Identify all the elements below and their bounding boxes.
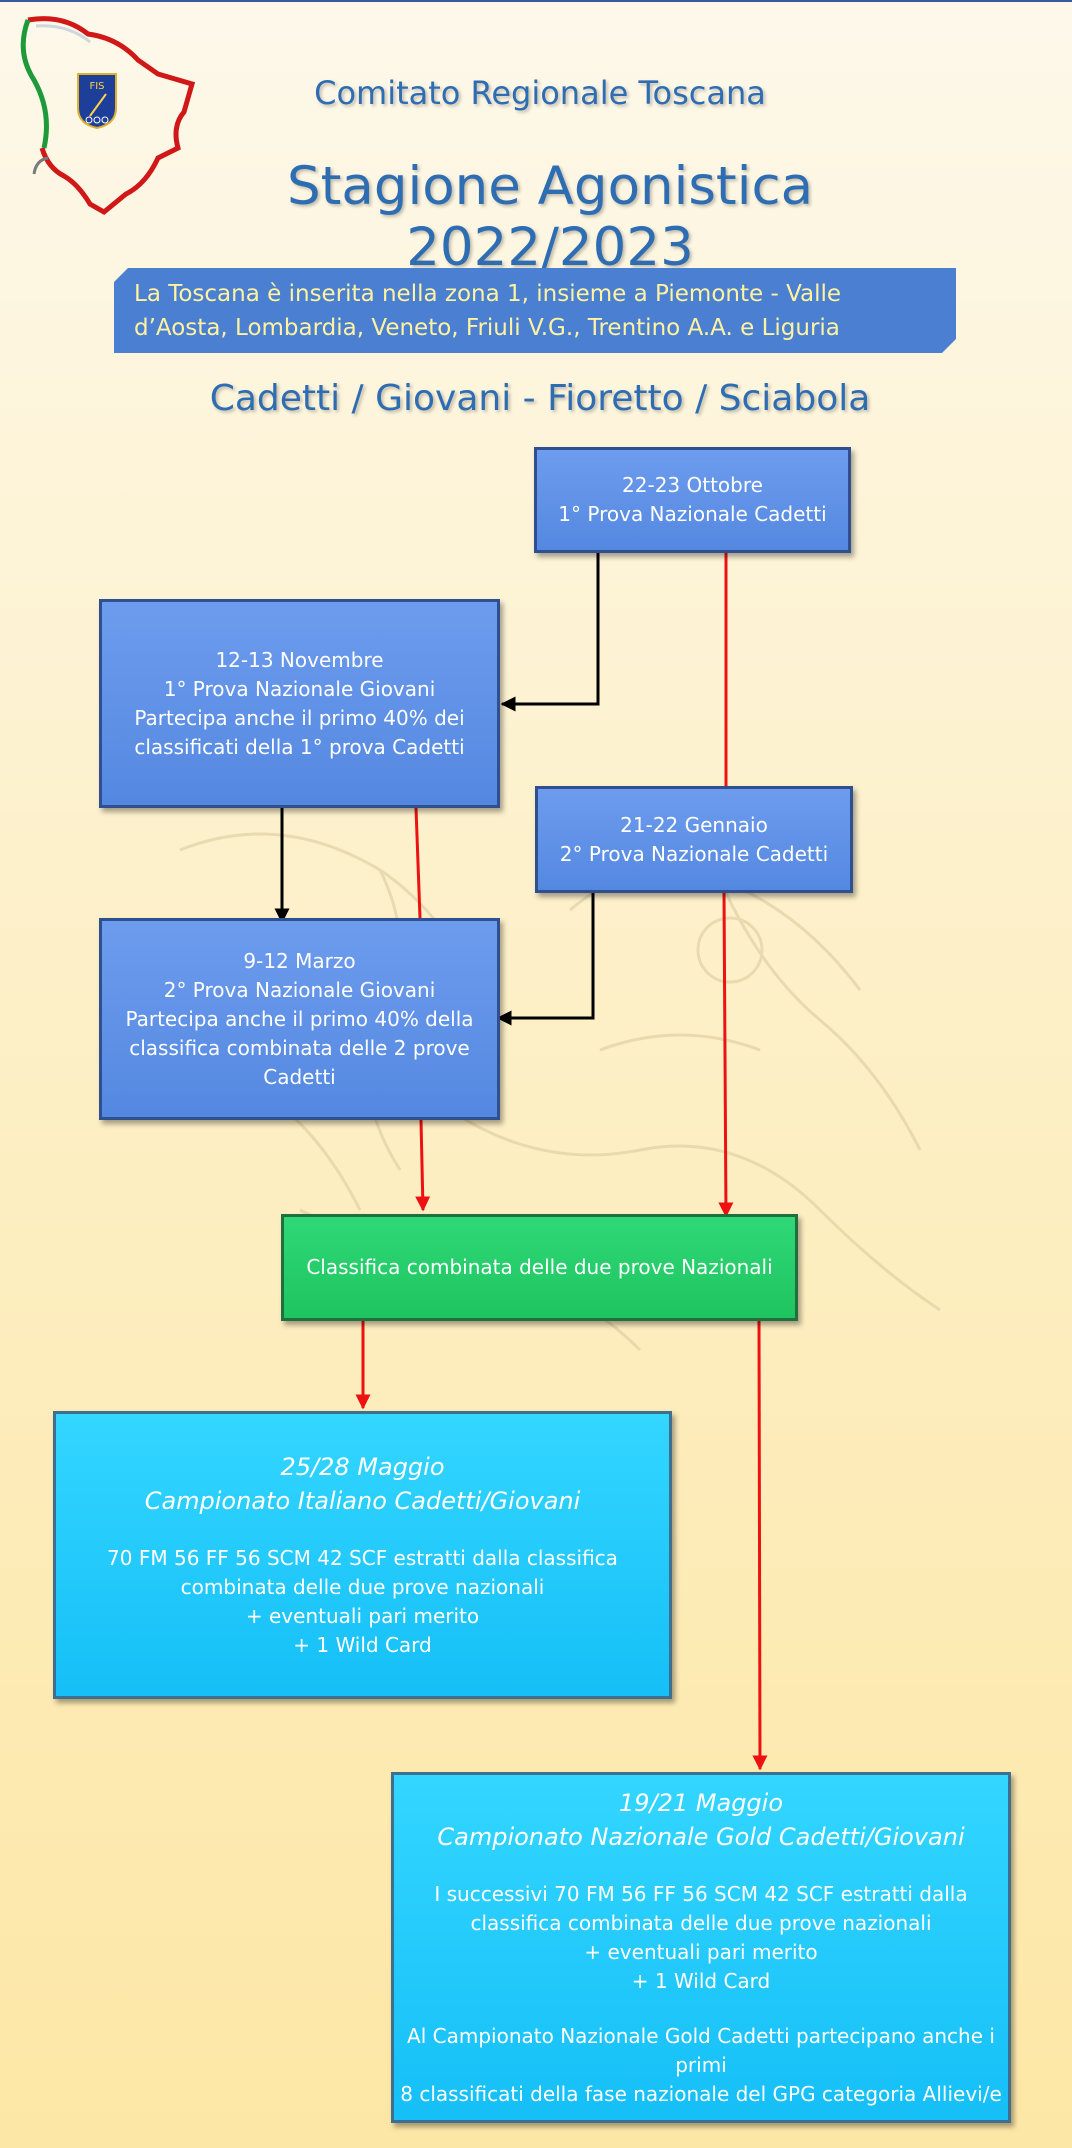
box-campionato-italiano: 25/28 Maggio Campionato Italiano Cadetti…: [53, 1411, 672, 1699]
italiano-line-2: combinata delle due prove nazionali: [180, 1575, 545, 1599]
box-classifica-combinata: Classifica combinata delle due prove Naz…: [281, 1214, 798, 1321]
cadetti1-title: 1° Prova Nazionale Cadetti: [558, 502, 827, 526]
top-border: [0, 0, 1072, 2]
giovani1-note-1: Partecipa anche il primo 40% dei: [134, 705, 465, 730]
gold-title: Campionato Nazionale Gold Cadetti/Giovan…: [437, 1823, 965, 1851]
gold-line-3: + eventuali pari merito: [584, 1940, 818, 1964]
italiano-title: Campionato Italiano Cadetti/Giovani: [144, 1487, 581, 1515]
giovani2-note-2: classifica combinata delle 2 prove: [129, 1035, 470, 1060]
committee-title: Comitato Regionale Toscana: [314, 74, 766, 112]
giovani1-title: 1° Prova Nazionale Giovani: [163, 676, 436, 701]
gold-line-5: Al Campionato Nazionale Gold Cadetti par…: [407, 2024, 995, 2077]
combined-label: Classifica combinata delle due prove Naz…: [306, 1255, 773, 1279]
box-cadetti-prova-2: 21-22 Gennaio 2° Prova Nazionale Cadetti: [535, 786, 853, 893]
line-giovani1-to-giovani2: [414, 807, 422, 919]
giovani1-note-2: classificati della 1° prova Cadetti: [134, 734, 465, 759]
gold-line-2: classifica combinata delle due prove naz…: [470, 1911, 932, 1935]
italiano-date: 25/28 Maggio: [280, 1453, 445, 1481]
box-cadetti-prova-1: 22-23 Ottobre 1° Prova Nazionale Cadetti: [534, 447, 851, 553]
banner-line-2: d’Aosta, Lombardia, Veneto, Friuli V.G.,…: [134, 315, 840, 341]
box-giovani-prova-2: 9-12 Marzo 2° Prova Nazionale Giovani Pa…: [99, 918, 500, 1120]
season-title: Stagione Agonistica 2022/2023: [286, 156, 814, 278]
giovani2-title: 2° Prova Nazionale Giovani: [163, 977, 436, 1002]
italiano-line-1: 70 FM 56 FF 56 SCM 42 SCF estratti dalla…: [107, 1546, 618, 1570]
gold-line-6: 8 classificati della fase nazionale del …: [400, 2082, 1002, 2106]
arrow-cadetti1-to-giovani1: [500, 553, 600, 712]
arrow-cadetti2-to-combined: [718, 892, 734, 1218]
gold-line-4: + 1 Wild Card: [631, 1969, 771, 1993]
giovani2-note-1: Partecipa anche il primo 40% della: [125, 1006, 474, 1031]
logo-text: FIS: [89, 81, 104, 92]
fis-logo-icon: FIS: [77, 73, 117, 130]
cadetti2-title: 2° Prova Nazionale Cadetti: [559, 841, 829, 866]
gold-date: 19/21 Maggio: [618, 1789, 784, 1817]
box-campionato-gold: 19/21 Maggio Campionato Nazionale Gold C…: [391, 1772, 1011, 2123]
box-giovani-prova-1: 12-13 Novembre 1° Prova Nazionale Giovan…: [99, 599, 500, 808]
zone-banner: La Toscana è inserita nella zona 1, insi…: [114, 268, 956, 353]
giovani2-note-3: Cadetti: [263, 1064, 336, 1089]
banner-line-1: La Toscana è inserita nella zona 1, insi…: [134, 281, 842, 307]
tuscany-map-icon: [20, 16, 196, 216]
italiano-line-3: + eventuali pari merito: [245, 1604, 480, 1628]
cadetti1-date: 22-23 Ottobre: [622, 473, 763, 497]
cadetti2-date: 21-22 Gennaio: [620, 812, 768, 837]
arrow-giovani2-to-combined: [415, 1119, 431, 1212]
category-title: Cadetti / Giovani - Fioretto / Sciabola: [209, 378, 871, 419]
arrow-cadetti2-to-giovani2: [496, 893, 595, 1026]
arrow-combined-to-gold: [752, 1320, 768, 1771]
giovani2-date: 9-12 Marzo: [243, 948, 356, 973]
giovani1-date: 12-13 Novembre: [215, 647, 384, 672]
gold-line-1: I successivi 70 FM 56 FF 56 SCM 42 SCF e…: [434, 1882, 968, 1906]
italiano-line-4: + 1 Wild Card: [293, 1633, 432, 1657]
